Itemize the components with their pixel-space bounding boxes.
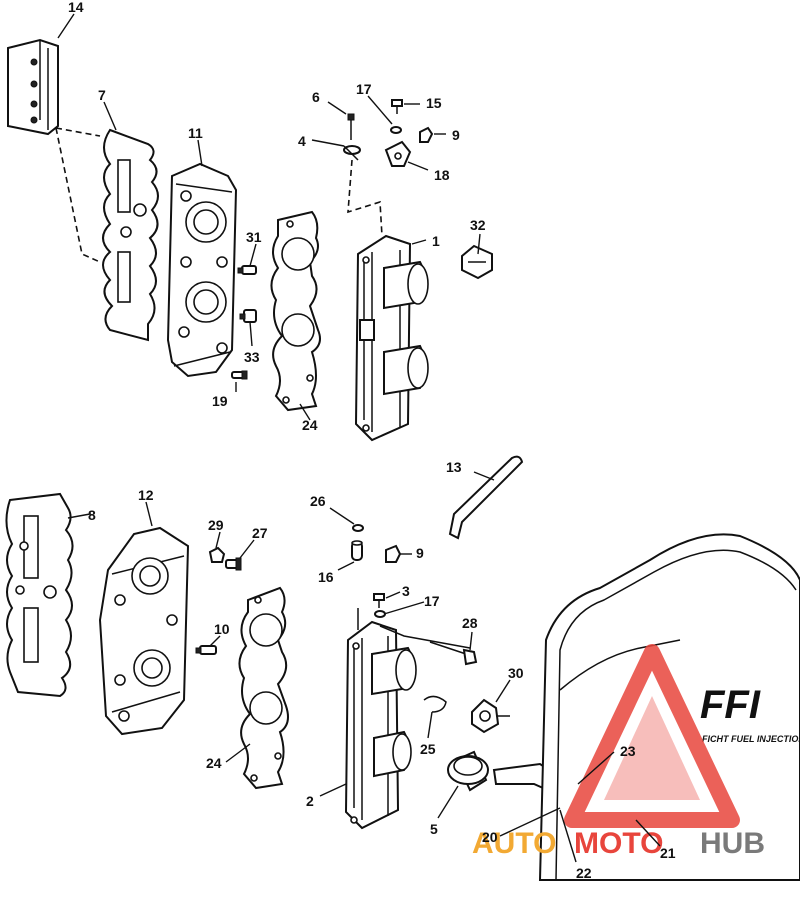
part-9-fitting-lower — [385, 544, 402, 563]
cover-brand-main: FFI — [700, 683, 761, 727]
callout-5: 5 — [430, 821, 438, 837]
part-2-throttle-body-lower — [344, 608, 471, 830]
watermark-logo: AUTO MOTO HUB — [472, 644, 765, 860]
callout-6: 6 — [312, 89, 320, 105]
part-7-gasket — [102, 128, 159, 342]
callout-22: 22 — [576, 865, 592, 881]
cover-brand-logo: FFI FICHT FUEL INJECTION — [700, 683, 800, 744]
part-17-washer-upper — [390, 126, 402, 134]
callout-16: 16 — [318, 569, 334, 585]
callout-12: 12 — [138, 487, 154, 503]
part-25-clip — [423, 695, 447, 713]
callout-3: 3 — [402, 583, 410, 599]
callout-28: 28 — [462, 615, 478, 631]
part-15-screw — [391, 99, 403, 114]
callout-23: 23 — [620, 743, 636, 759]
part-16-sleeve — [351, 540, 363, 561]
part-17-washer-lower — [374, 610, 386, 618]
callout-33: 33 — [244, 349, 260, 365]
callout-13: 13 — [446, 459, 462, 475]
part-14-cover-block — [7, 38, 59, 136]
part-26-o-ring — [352, 524, 364, 532]
callout-17-upper: 17 — [356, 81, 372, 97]
callout-17-lower: 17 — [424, 593, 440, 609]
callout-24-lower: 24 — [206, 755, 222, 771]
callout-1: 1 — [432, 233, 440, 249]
part-30-sensor — [471, 698, 510, 734]
callout-29: 29 — [208, 517, 224, 533]
part-32-clip — [461, 244, 493, 280]
callout-15: 15 — [426, 95, 442, 111]
callout-14: 14 — [68, 0, 84, 15]
watermark-moto: MOTO — [574, 827, 663, 860]
part-4-bracket — [343, 145, 361, 161]
callout-labels: 14 7 11 6 17 15 4 9 18 1 32 31 33 19 24 … — [68, 0, 676, 881]
callout-4: 4 — [298, 133, 306, 149]
callout-9-lower: 9 — [416, 545, 424, 561]
part-18-bracket — [384, 140, 412, 167]
leader-lines — [57, 13, 661, 863]
callout-10: 10 — [214, 621, 230, 637]
callout-18: 18 — [434, 167, 450, 183]
part-33-fitting — [239, 309, 257, 323]
callout-9-upper: 9 — [452, 127, 460, 143]
part-27-fitting — [225, 557, 242, 571]
part-12-intake-manifold — [98, 526, 190, 736]
callout-26: 26 — [310, 493, 326, 509]
callout-24-upper: 24 — [302, 417, 318, 433]
part-8-gasket — [5, 492, 74, 698]
callout-2: 2 — [306, 793, 314, 809]
watermark-auto: AUTO — [472, 827, 556, 860]
part-24-gasket-upper — [270, 210, 321, 412]
callout-30: 30 — [508, 665, 524, 681]
callout-11: 11 — [188, 125, 203, 141]
part-29-nut — [208, 546, 226, 563]
part-9-fitting-upper — [419, 126, 434, 143]
part-1-throttle-body-upper — [354, 234, 429, 442]
callout-20: 20 — [482, 829, 498, 845]
part-19-screw — [231, 370, 248, 380]
cover-brand-sub: FICHT FUEL INJECTION — [702, 734, 800, 744]
callout-27: 27 — [252, 525, 268, 541]
part-11-intake-manifold — [166, 162, 238, 378]
part-6-screw — [347, 113, 355, 140]
callout-21: 21 — [660, 845, 676, 861]
part-3-screw — [373, 593, 385, 608]
part-5-coupler — [447, 750, 489, 792]
callout-32: 32 — [470, 217, 486, 233]
part-31-fitting — [237, 265, 257, 275]
callout-31: 31 — [246, 229, 262, 245]
callout-7: 7 — [98, 87, 106, 103]
watermark-hub: HUB — [700, 827, 765, 860]
callout-19: 19 — [212, 393, 228, 409]
part-10-fitting — [195, 645, 217, 655]
callout-25: 25 — [420, 741, 436, 757]
part-28-bolt — [429, 641, 478, 666]
part-13-hose — [448, 455, 524, 540]
part-24-gasket-lower — [238, 586, 289, 790]
callout-8: 8 — [88, 507, 96, 523]
